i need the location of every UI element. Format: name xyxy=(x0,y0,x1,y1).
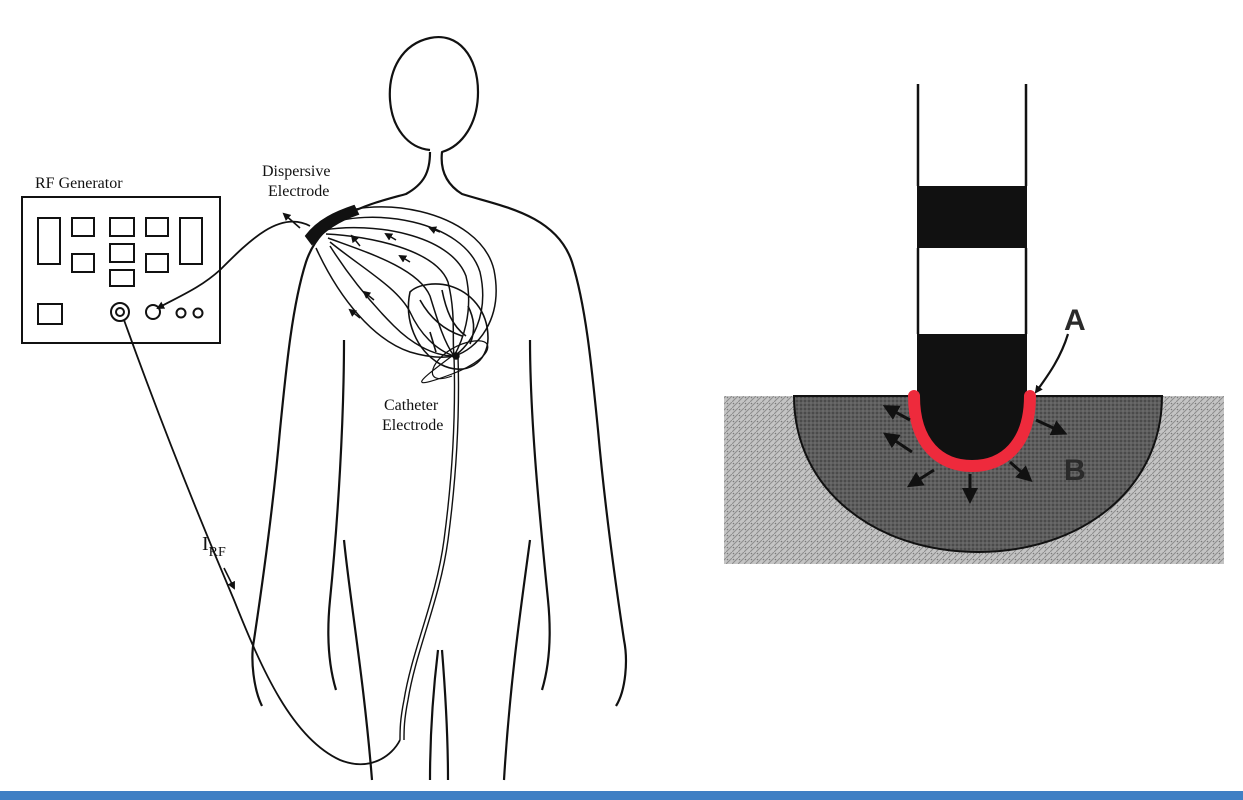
label-a-pointer xyxy=(1034,333,1070,394)
catheter-electrode-label-2: Electrode xyxy=(382,417,443,434)
rf-generator-label: RF Generator xyxy=(35,175,123,192)
rf-current-wire xyxy=(123,319,401,766)
bottom-accent-bar xyxy=(0,791,1243,800)
rf-generator xyxy=(21,196,221,344)
return-wire xyxy=(156,220,311,309)
return-wire-arrow xyxy=(282,212,301,229)
current-field-lines xyxy=(315,206,497,358)
dispersive-electrode-label-2: Electrode xyxy=(268,183,329,200)
label-b: B xyxy=(1064,454,1086,487)
label-a: A xyxy=(1064,304,1086,337)
heart-sketch xyxy=(407,283,489,370)
rf-current-arrow xyxy=(223,567,235,590)
catheter-electrode-label-1: Catheter xyxy=(384,397,439,414)
current-label: IRF xyxy=(202,533,226,560)
current-label-main: I xyxy=(202,533,209,555)
human-body-outline xyxy=(251,35,628,781)
catheter xyxy=(399,340,489,741)
heat-arrows xyxy=(882,405,1068,504)
electrode-tip-contact xyxy=(908,390,1036,473)
catheter-shaft xyxy=(916,84,1028,462)
dispersive-electrode-pad xyxy=(304,204,360,246)
current-label-sub: RF xyxy=(209,545,226,560)
dispersive-electrode-label-1: Dispersive xyxy=(262,163,330,180)
